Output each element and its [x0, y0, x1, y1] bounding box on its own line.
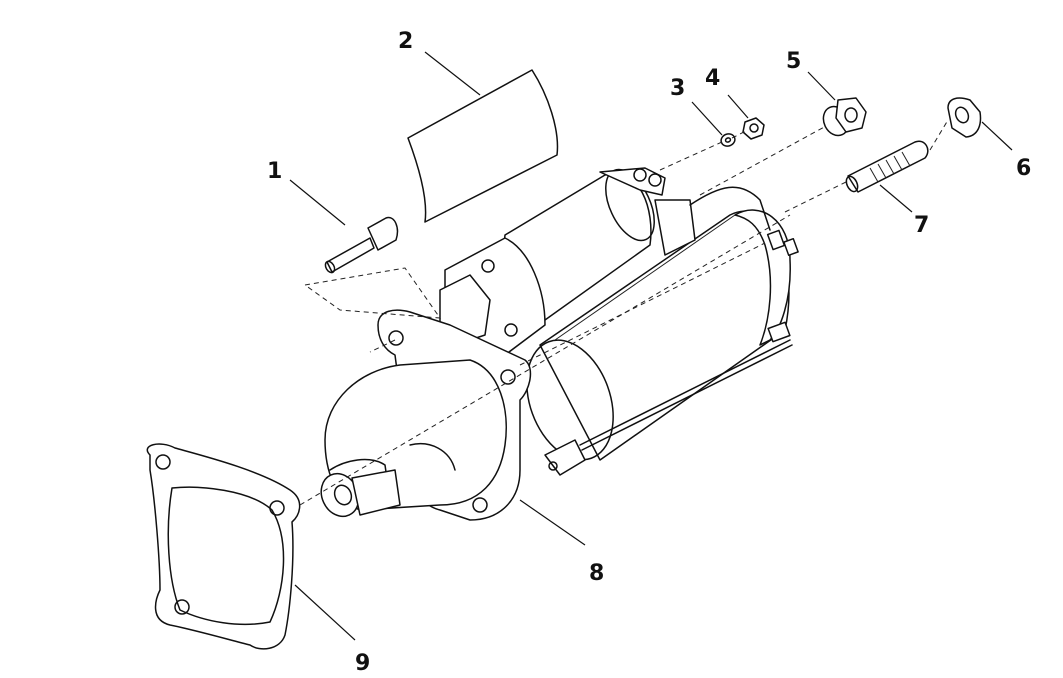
callout-4: 4	[705, 66, 720, 91]
part-1-bolt	[324, 216, 399, 274]
part-4-nut	[742, 117, 765, 140]
part-7-stud	[845, 140, 929, 193]
part-1-position-box	[303, 267, 442, 319]
part-1-alignment-line	[369, 339, 396, 353]
callout-7: 7	[914, 213, 929, 238]
callout-9: 9	[355, 651, 370, 676]
callout-leaders	[289, 51, 1013, 641]
callout-6: 6	[1016, 156, 1031, 181]
callout-1: 1	[267, 159, 282, 184]
part-5-flange-nut	[822, 97, 867, 137]
callout-2: 2	[398, 29, 413, 54]
part-8-starter-motor	[320, 167, 799, 521]
callout-labels: 1 2 3 4 5 6 7 8 9	[267, 29, 1031, 676]
part-6-flange-washer	[947, 97, 982, 138]
part-9-gasket	[146, 443, 301, 650]
part-2-label-sheet	[407, 69, 559, 223]
callout-3: 3	[670, 76, 685, 101]
alignment-lines	[299, 119, 949, 506]
callout-8: 8	[589, 561, 604, 586]
callout-5: 5	[786, 49, 801, 74]
